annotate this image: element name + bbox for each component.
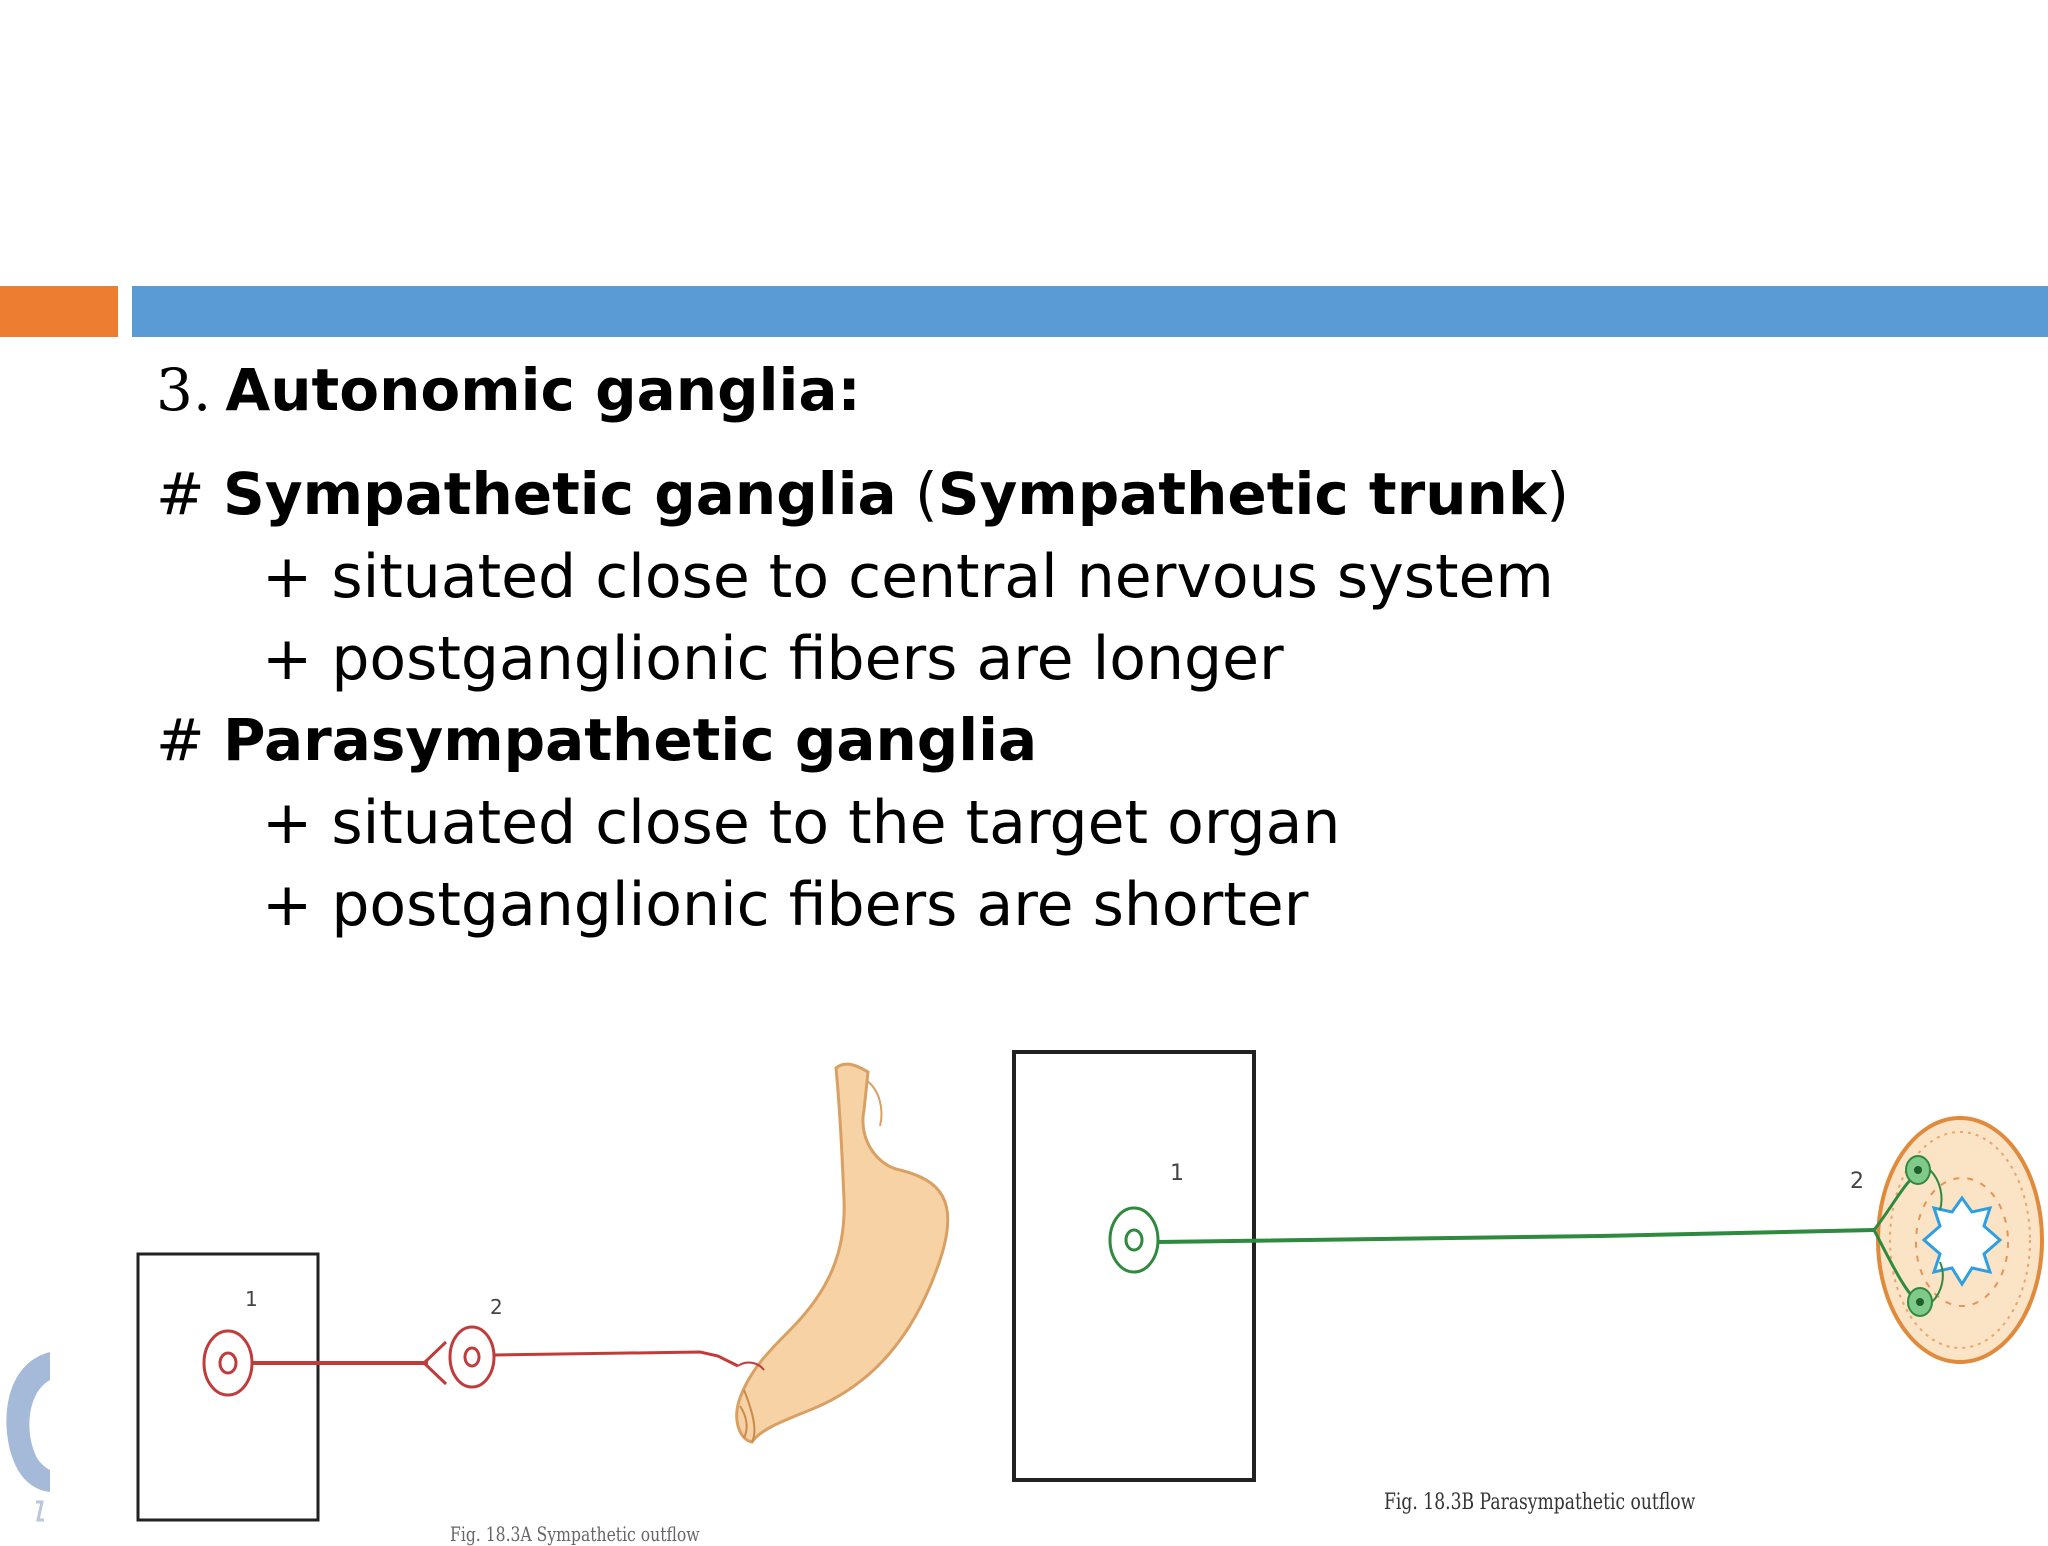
preganglionic-neuron-left [202,1329,254,1397]
sympathetic-subtitle: Sympathetic trunk [937,460,1547,528]
slide-heading: 3.Autonomic ganglia: [156,356,861,424]
sympathetic-title: Sympathetic ganglia [223,460,897,528]
cns-box-left [136,1252,320,1522]
cns-box-right [1012,1050,1256,1482]
sympathetic-heading: # Sympathetic ganglia (Sympathetic trunk… [156,460,1569,528]
heading-text: Autonomic ganglia: [225,356,861,424]
sympathetic-item: + postganglionic fibers are longer [262,624,1284,694]
label-2-right: 2 [1850,1169,1864,1194]
accent-bar-blue [132,286,2048,337]
paren-open: ( [896,460,938,528]
paren-close: ) [1546,460,1570,528]
figure-caption-right: Fig. 18.3B Parasympathetic outflow [1384,1490,1696,1515]
ganglia-diagram: 1 2 1 2 [136,1050,2044,1522]
postganglionic-fiber-left [493,1350,739,1368]
accent-bar-orange [0,286,118,337]
ganglion-neuron-left [448,1325,496,1389]
target-organ-cross-section [1872,1116,2044,1364]
preganglionic-fiber-right [1157,1228,1875,1244]
synapse-left [421,1340,448,1386]
heading-number: 3. [156,356,212,424]
ganglia-figure: 1 2 1 2 [0,1030,2048,1536]
logo-partial [0,1340,50,1536]
parasympathetic-item: + situated close to the target organ [262,788,1341,858]
parasympathetic-title: Parasympathetic ganglia [223,706,1038,774]
parasympathetic-heading: # Parasympathetic ganglia [156,706,1037,774]
figure-caption-left: Fig. 18.3A Sympathetic outflow [450,1522,700,1546]
label-1-left: 1 [245,1287,258,1311]
stomach-illustration [735,1062,950,1444]
parasympathetic-item: + postganglionic fibers are shorter [262,870,1309,940]
sympathetic-item: + situated close to central nervous syst… [262,542,1554,612]
label-2-left: 2 [490,1295,503,1319]
parasympathetic-prefix: # [156,706,224,774]
preganglionic-neuron-right [1108,1206,1160,1274]
label-1-right: 1 [1170,1161,1184,1186]
sympathetic-prefix: # [156,460,224,528]
